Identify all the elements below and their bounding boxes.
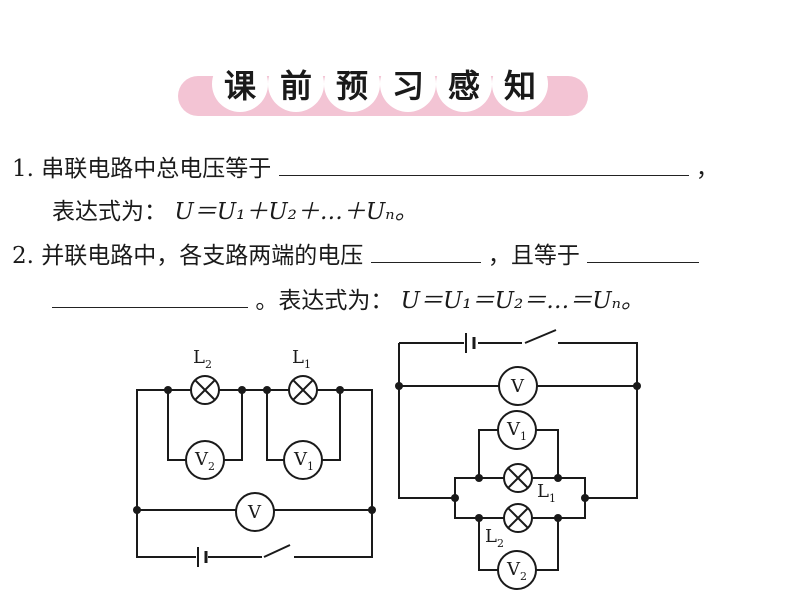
title-char: 知 (494, 58, 546, 110)
question-2-number: 2. (12, 243, 34, 269)
question-2-text-b: ，且等于 (487, 243, 580, 269)
v2-loop-left (478, 518, 498, 571)
parallel-outer-wire-left (398, 343, 455, 499)
junction-dot (336, 386, 344, 394)
junction-dot (581, 494, 589, 502)
question-1-end: ， (695, 156, 719, 182)
switch-lever (263, 544, 291, 558)
question-1-formula-line: 表达式为： U＝U₁＋U₂＋…＋Uₙ。 (52, 198, 418, 226)
question-2-line: 2. 并联电路中，各支路两端的电压 ，且等于 (12, 240, 700, 270)
parallel-outer-wire-right (399, 342, 638, 499)
junction-dot (451, 494, 459, 502)
voltmeter-v2-symbol (185, 440, 225, 480)
label2-l1: L1 (537, 481, 556, 505)
question-1-formula: U＝U₁＋U₂＋…＋Uₙ。 (174, 199, 418, 225)
lamp2-l2 (503, 503, 533, 533)
junction-dot (554, 474, 562, 482)
question-1-blank[interactable] (278, 153, 689, 176)
junction-dot (368, 506, 376, 514)
junction-dots (133, 382, 641, 522)
title-char: 习 (382, 58, 434, 110)
v1-loop-right (536, 429, 559, 478)
question-2-blank-2[interactable] (587, 240, 700, 263)
junction-dot (263, 386, 271, 394)
question-1-text: 串联电路中总电压等于 (41, 156, 272, 182)
label-l1: L1 (292, 347, 311, 371)
label2-v2: V2 (506, 559, 527, 583)
parallel-circuit (398, 329, 638, 571)
title-char: 感 (438, 58, 490, 110)
title-char: 预 (326, 58, 378, 110)
label2-l2: L2 (485, 526, 504, 550)
title-char: 前 (270, 58, 322, 110)
question-2-formula: U＝U₁＝U₂＝…＝Uₙ。 (400, 288, 644, 314)
lamp-l2 (190, 375, 220, 405)
junction-dot (475, 474, 483, 482)
label-v2: V2 (194, 449, 215, 473)
question-2-text-a: 并联电路中，各支路两端的电压 (41, 243, 364, 269)
question-2-text-c: 。表达式为： (255, 288, 394, 314)
voltmeter2-v1-symbol (497, 410, 537, 450)
section-title: 课 前 预 习 感 知 (214, 58, 546, 110)
voltmeter2-v2-symbol (497, 550, 537, 590)
v1-left-wire (266, 390, 284, 461)
label-v1: V1 (293, 449, 314, 473)
junction-dot (238, 386, 246, 394)
junction-dot (554, 514, 562, 522)
question-2-formula-line: 。表达式为： U＝U₁＝U₂＝…＝Uₙ。 (52, 285, 644, 315)
v2-left-wire (167, 390, 186, 461)
junction-dot (633, 382, 641, 390)
voltmeter-v-symbol (235, 492, 275, 532)
v2-loop-right (536, 518, 559, 571)
lamp-l1 (288, 375, 318, 405)
lamp2-l1 (503, 463, 533, 493)
switch2-lever (524, 329, 557, 344)
junction-dot (395, 382, 403, 390)
label-l2: L2 (193, 347, 212, 371)
question-2-blank-3[interactable] (52, 285, 248, 308)
label-v: V (247, 502, 262, 523)
section-banner: 课 前 预 习 感 知 (178, 56, 588, 118)
question-1-number: 1. (12, 156, 34, 182)
v1-right-wire (322, 390, 341, 461)
series-circuit (136, 389, 373, 567)
question-1-formula-prefix: 表达式为： (52, 199, 167, 225)
question-1-line: 1. 串联电路中总电压等于 ， (12, 153, 719, 183)
v1-loop-left (478, 429, 498, 478)
label2-v1: V1 (506, 419, 527, 443)
question-2-blank-1[interactable] (370, 240, 481, 263)
voltmeter2-v-symbol (498, 366, 538, 406)
v2-right-wire (224, 390, 243, 461)
voltmeter-v1-symbol (283, 440, 323, 480)
junction-dot (475, 514, 483, 522)
label2-v: V (510, 376, 525, 397)
junction-dot (164, 386, 172, 394)
title-char: 课 (214, 58, 266, 110)
parallel-lamp-loop (454, 477, 586, 519)
junction-dot (133, 506, 141, 514)
